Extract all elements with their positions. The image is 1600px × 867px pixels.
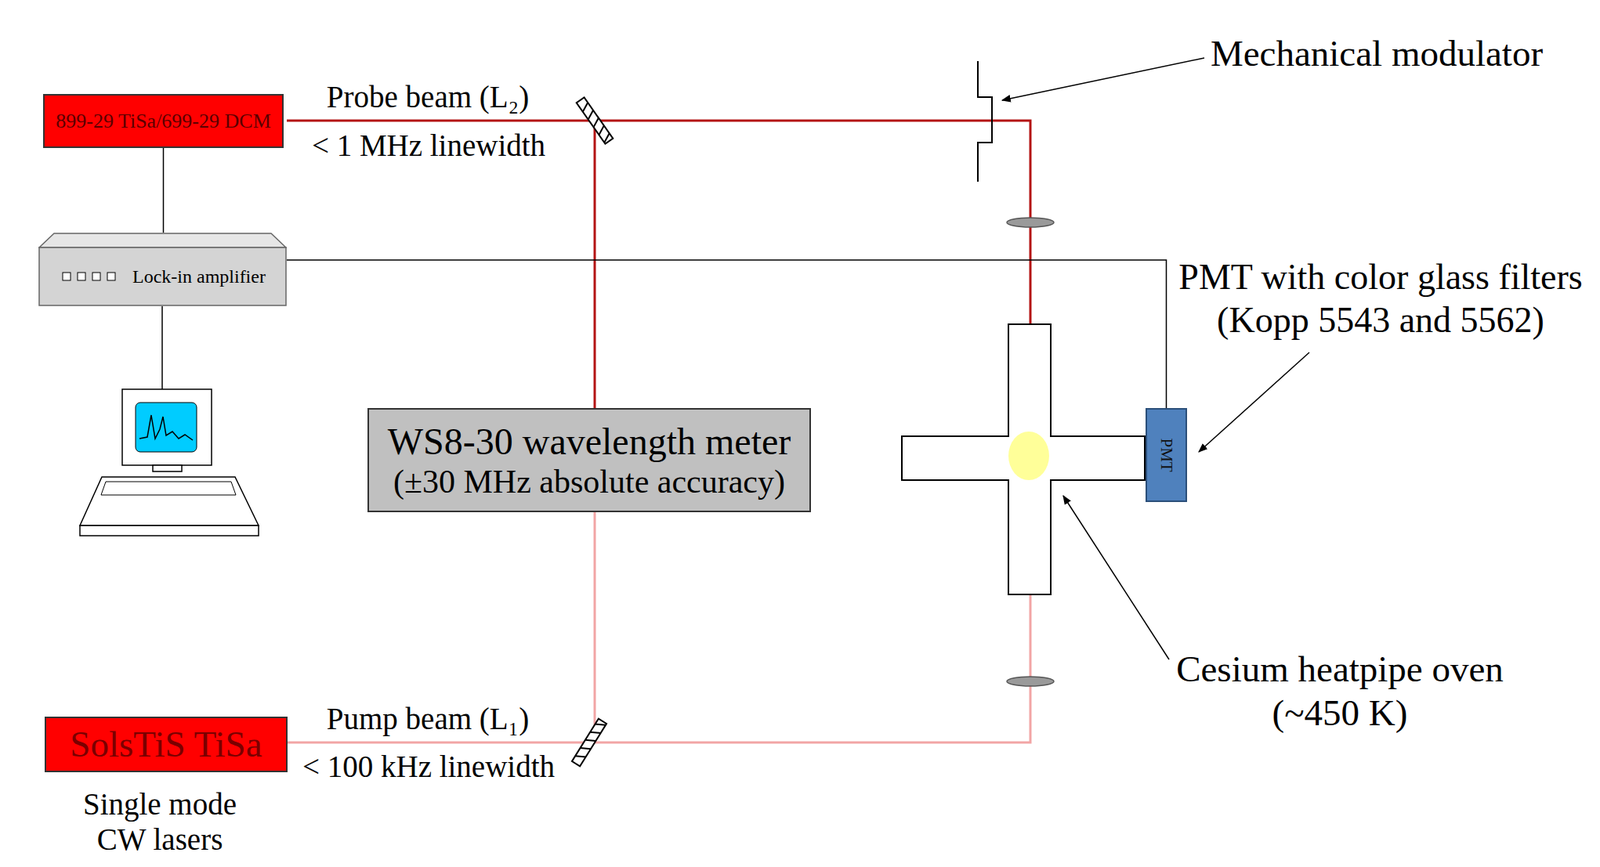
cesium-vapor — [1008, 431, 1050, 481]
mirror — [571, 719, 607, 768]
pump-beam-pickoff — [593, 512, 597, 743]
panel-button — [92, 272, 101, 281]
housing-top — [39, 233, 286, 248]
panel-button — [77, 272, 86, 281]
panel-button — [107, 272, 116, 281]
node-text: Lock-in amplifier — [132, 266, 266, 289]
leader-arrow — [1198, 352, 1310, 453]
linewidth-note: < 100 kHz linewidth — [302, 749, 555, 786]
node-text: PMT — [1156, 438, 1176, 472]
wavelength-meter-box: WS8-30 wavelength meter(±30 MHz absolute… — [367, 408, 811, 513]
beam-label: Pump beam (L₁) — [326, 701, 529, 739]
callout-label: Cesium heatpipe oven (~450 K) — [1167, 647, 1513, 736]
callout-label: Mechanical modulator — [1210, 31, 1543, 76]
mirror — [576, 97, 614, 144]
heatpipe-oven — [901, 324, 1145, 595]
lens — [1006, 676, 1054, 687]
pmt-box: PMT — [1145, 408, 1188, 503]
node-text: WS8-30 wavelength meter — [387, 419, 792, 464]
signal-cable — [162, 148, 165, 233]
leader-arrow — [1002, 57, 1205, 101]
callout-label: PMT with color glass filters (Kopp 5543 … — [1169, 255, 1593, 342]
node-text: 899-29 TiSa/699-29 DCM — [55, 109, 272, 134]
beam-label: Probe beam (L₂) — [326, 79, 529, 116]
laser-type-note: Single mode CW lasers — [65, 787, 254, 858]
laser-box: 899-29 TiSa/699-29 DCM — [43, 94, 284, 149]
node-text: SolsTiS TiSa — [69, 723, 262, 766]
probe-beam — [286, 120, 1031, 325]
pump-beam — [287, 594, 1031, 743]
signal-cable — [286, 260, 1167, 409]
lock-in-amplifier: Lock-in amplifier — [38, 232, 287, 307]
laser-box: SolsTiS TiSa — [44, 716, 288, 773]
probe-beam-pickoff — [593, 120, 597, 409]
computer-icon — [79, 306, 259, 536]
leader-arrow — [1063, 495, 1170, 660]
housing-front — [39, 247, 286, 306]
lens — [1006, 217, 1054, 228]
node-text: (±30 MHz absolute accuracy) — [393, 463, 786, 501]
panel-button — [62, 272, 71, 281]
chopper-symbol — [977, 61, 992, 182]
linewidth-note: < 1 MHz linewidth — [311, 127, 546, 165]
